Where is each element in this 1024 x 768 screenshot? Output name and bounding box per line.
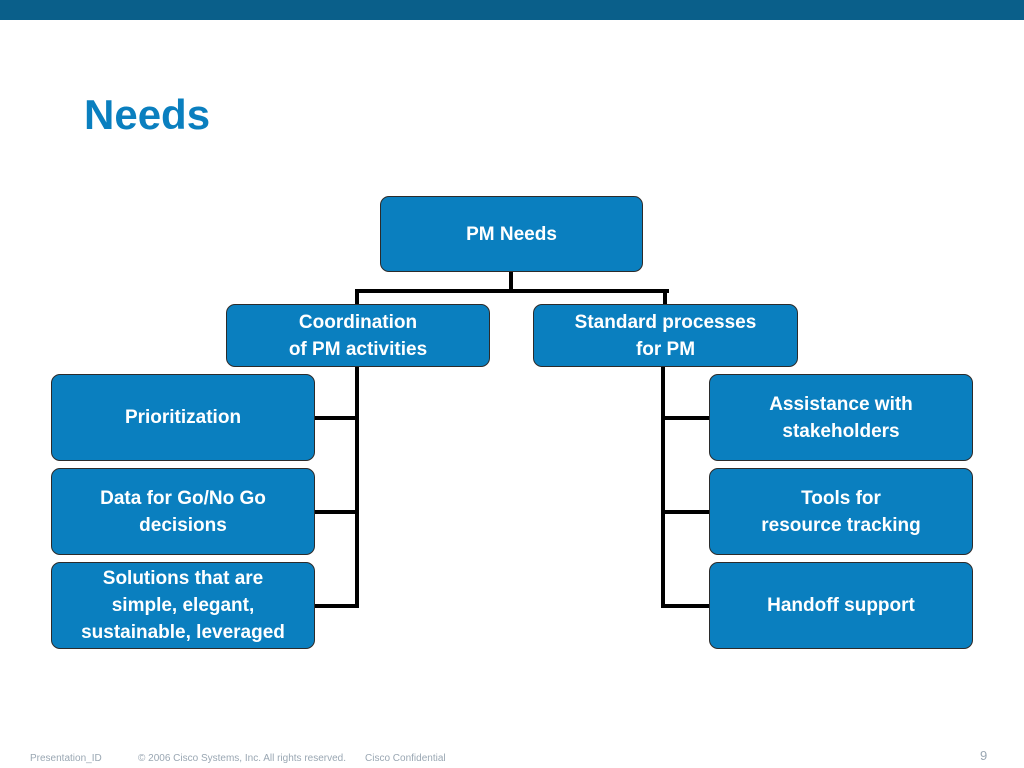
connector-root-crossbar [355, 289, 669, 293]
node-coordination-line-2: of PM activities [288, 338, 428, 360]
connector-right-child-3 [661, 604, 710, 608]
connector-left-drop [355, 289, 359, 305]
node-coordination-line-1: Coordination [298, 311, 418, 333]
node-assistance-stakeholders: Assistance with stakeholders [709, 374, 973, 461]
node-assistance-stakeholders-line-1: Assistance with [769, 393, 913, 415]
node-data-go-no-go: Data for Go/No Go decisions [51, 468, 315, 555]
connector-left-child-3 [314, 604, 359, 608]
node-solutions-line-1: Solutions that are [102, 568, 264, 589]
footer-copyright: © 2006 Cisco Systems, Inc. All rights re… [138, 753, 347, 764]
node-solutions-line-3: sustainable, leveraged [81, 622, 285, 643]
node-standard-processes-line-2: for PM [635, 338, 696, 360]
node-data-go-no-go-line-1: Data for Go/No Go [100, 487, 266, 509]
footer-confidential: Cisco Confidential [365, 753, 446, 764]
node-standard-processes: Standard processes for PM [533, 304, 798, 367]
connector-left-child-2 [314, 510, 359, 514]
connector-right-child-2 [661, 510, 710, 514]
node-assistance-stakeholders-line-2: stakeholders [782, 420, 900, 442]
node-root-pm-needs: PM Needs [380, 196, 643, 272]
node-tools-resource-tracking: Tools for resource tracking [709, 468, 973, 555]
connector-root-stem [509, 271, 513, 293]
connector-right-trunk [661, 366, 665, 608]
header-bar [0, 0, 1024, 20]
node-solutions-line-2: simple, elegant, [111, 595, 255, 616]
node-tools-resource-tracking-line-1: Tools for [801, 487, 881, 509]
node-prioritization-line-1: Prioritization [124, 407, 242, 428]
node-standard-processes-line-1: Standard processes [574, 311, 757, 333]
footer-presentation-id: Presentation_ID [30, 753, 102, 764]
node-tools-resource-tracking-line-2: resource tracking [761, 514, 921, 536]
node-root-line-1: PM Needs [466, 223, 557, 245]
node-handoff-support-line-1: Handoff support [767, 595, 915, 616]
connector-left-trunk [355, 366, 359, 608]
connector-right-child-1 [661, 416, 710, 420]
slide-title: Needs [84, 91, 211, 138]
node-handoff-support: Handoff support [709, 562, 973, 649]
page-number: 9 [980, 748, 988, 763]
node-data-go-no-go-line-2: decisions [139, 514, 227, 536]
connector-right-drop [663, 289, 667, 305]
node-solutions: Solutions that are simple, elegant, sust… [51, 562, 315, 649]
node-prioritization: Prioritization [51, 374, 315, 461]
connector-left-child-1 [314, 416, 359, 420]
node-coordination: Coordination of PM activities [226, 304, 490, 367]
